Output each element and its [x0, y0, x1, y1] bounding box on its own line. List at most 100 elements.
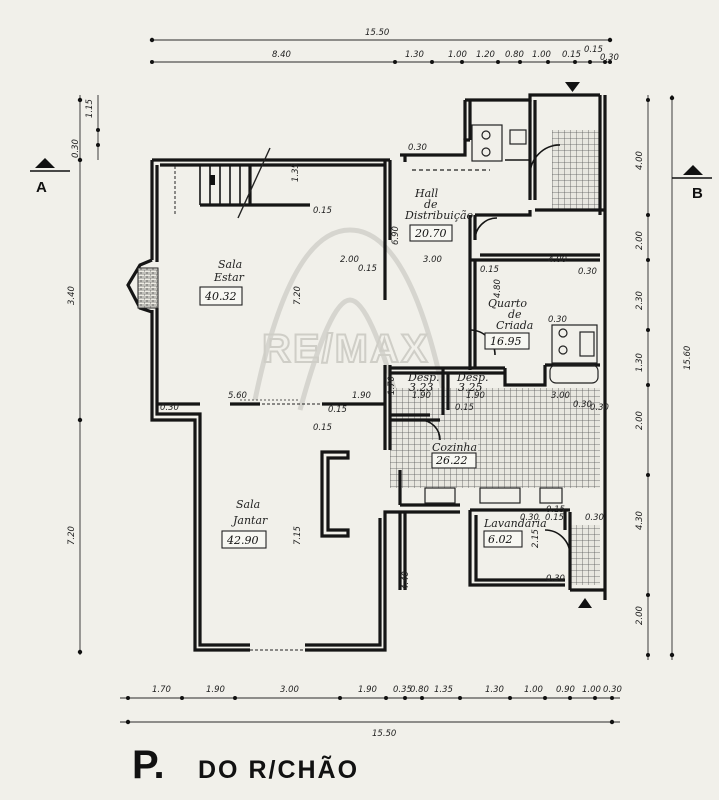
dim-right-5: 4.30 — [635, 511, 645, 530]
inner-dimension-30: 0.15 — [546, 505, 565, 515]
dimension-tick — [420, 696, 424, 700]
inner-dimension-21: 0.15 — [455, 403, 474, 413]
dimension-tick — [546, 60, 550, 64]
dimension-tick — [646, 473, 650, 477]
room-cozinha: Cozinha 26.22 — [430, 440, 478, 469]
inner-dimension-13: 0.30 — [160, 403, 179, 413]
inner-dimension-20: 1.90 — [466, 391, 485, 401]
dimension-tick — [608, 60, 612, 64]
dimension-tick — [384, 696, 388, 700]
plan-title: P. DO R/CHÃO — [132, 743, 359, 787]
top-dimensions: 15.50 8.40 1.30 1.00 1.20 0.80 1.00 0.15… — [149, 28, 619, 64]
inner-dimension-26: 2.15 — [531, 529, 541, 548]
inner-dimension-3: 6.90 — [391, 226, 401, 245]
inner-dimension-19: 1.90 — [412, 391, 431, 401]
dimension-tick — [646, 328, 650, 332]
dim-top-2: 1.00 — [448, 50, 467, 60]
entry-arrow-top-icon — [565, 82, 580, 92]
room-name-2: de — [424, 198, 438, 211]
dim-left-0: 1.15 — [85, 99, 95, 118]
inner-dimension-4: 2.00 — [340, 255, 359, 265]
dim-bottom-4: 0.35 — [393, 685, 412, 695]
dimension-tick — [393, 60, 397, 64]
dimension-tick — [573, 60, 577, 64]
dim-right-1: 2.00 — [635, 231, 645, 250]
dim-right-6: 2.00 — [635, 606, 645, 625]
dim-bottom-9: 0.90 — [556, 685, 575, 695]
room-sala-estar: Sala Estar 40.32 — [199, 258, 245, 306]
room-area: 20.70 — [414, 227, 447, 240]
inner-dimension-31: 0.30 — [520, 513, 539, 523]
room-name-3: Distribuição — [404, 209, 474, 222]
dim-bottom-total: 15.50 — [372, 729, 396, 739]
kitchen-tiles — [390, 388, 600, 488]
room-area: 16.95 — [490, 335, 522, 348]
dim-right-3: 1.30 — [635, 353, 645, 372]
dim-bottom-3: 1.90 — [358, 685, 377, 695]
dim-bottom-1: 1.90 — [206, 685, 225, 695]
dimension-tick — [593, 696, 597, 700]
inner-dimension-7: 0.15 — [480, 265, 499, 275]
inner-dimension-25: 4.40 — [401, 571, 411, 590]
room-hall: Hall de Distribuição 20.70 — [404, 187, 474, 242]
inner-dimension-11: 0.30 — [548, 315, 567, 325]
dim-top-1: 1.30 — [405, 50, 424, 60]
dimension-tick — [518, 60, 522, 64]
dim-top-7: 0.15 — [584, 45, 603, 55]
dim-bottom-8: 1.00 — [524, 685, 543, 695]
dim-bottom-0: 1.70 — [152, 685, 171, 695]
dimension-tick — [233, 696, 237, 700]
inner-dimension-14: 5.60 — [228, 391, 247, 401]
dim-bottom-11: 0.30 — [603, 685, 622, 695]
inner-dimension-24: 7.15 — [293, 526, 303, 545]
right-dimensions: 15.60 4.00 2.00 2.30 1.30 2.00 4.30 2.00 — [635, 95, 693, 660]
inner-dimension-10: 4.80 — [493, 279, 503, 298]
room-desp-2: Desp. 3.25 — [456, 371, 489, 394]
inner-dimension-28: 0.30 — [573, 400, 592, 410]
dimension-tick — [403, 696, 407, 700]
inner-dimension-32: 0.30 — [585, 513, 604, 523]
dim-bottom-7: 1.30 — [485, 685, 504, 695]
room-name: Quarto — [488, 297, 527, 310]
room-area: 26.22 — [435, 454, 468, 467]
dim-bottom-2: 3.00 — [280, 685, 299, 695]
dim-left-2: 3.40 — [67, 286, 77, 305]
room-name: Cozinha — [432, 441, 477, 454]
dim-top-0: 8.40 — [272, 50, 291, 60]
inner-dimension-5: 0.15 — [358, 264, 377, 274]
title-rest: DO R/CHÃO — [198, 754, 359, 784]
remax-watermark: RE/MAX — [252, 227, 448, 411]
inner-dimension-22: 3.00 — [551, 391, 570, 401]
bottom-dimensions: 15.50 1.70 1.90 3.00 1.90 0.35 0.80 1.35… — [120, 685, 622, 739]
dim-top-4: 0.80 — [505, 50, 524, 60]
dimension-tick — [543, 696, 547, 700]
inner-dimension-15: 0.15 — [328, 405, 347, 415]
dim-bottom-6: 1.35 — [434, 685, 453, 695]
dimension-tick — [496, 60, 500, 64]
inner-dimension-9: 0.30 — [578, 267, 597, 277]
room-desp-1: Desp. 3.23 — [407, 371, 440, 394]
walls — [126, 93, 607, 652]
inner-dimension-29: 0.15 — [545, 513, 564, 523]
dimension-tick — [338, 696, 342, 700]
dim-right-2: 2.30 — [635, 291, 645, 310]
inner-dimension-6: 3.00 — [423, 255, 442, 265]
section-label-b: B — [692, 185, 703, 202]
dimension-tick — [646, 258, 650, 262]
dimension-tick — [126, 696, 130, 700]
section-label-a: A — [36, 179, 47, 196]
inner-dimension-0: 0.30 — [408, 143, 427, 153]
section-marker-a: A — [30, 158, 70, 196]
inner-dimension-27: 0.30 — [546, 574, 565, 584]
dimension-tick — [646, 213, 650, 217]
dim-top-6: 0.15 — [562, 50, 581, 60]
dimension-tick — [460, 60, 464, 64]
dim-top-5: 1.00 — [532, 50, 551, 60]
title-prefix: P. — [132, 743, 165, 787]
room-lavandaria: Lavandaria 6.02 — [483, 517, 547, 548]
inner-dimension-23: 0.30 — [590, 403, 609, 413]
dimension-tick — [646, 653, 650, 657]
room-name-3: Criada — [496, 319, 533, 332]
dim-bottom-5: 0.80 — [410, 685, 429, 695]
